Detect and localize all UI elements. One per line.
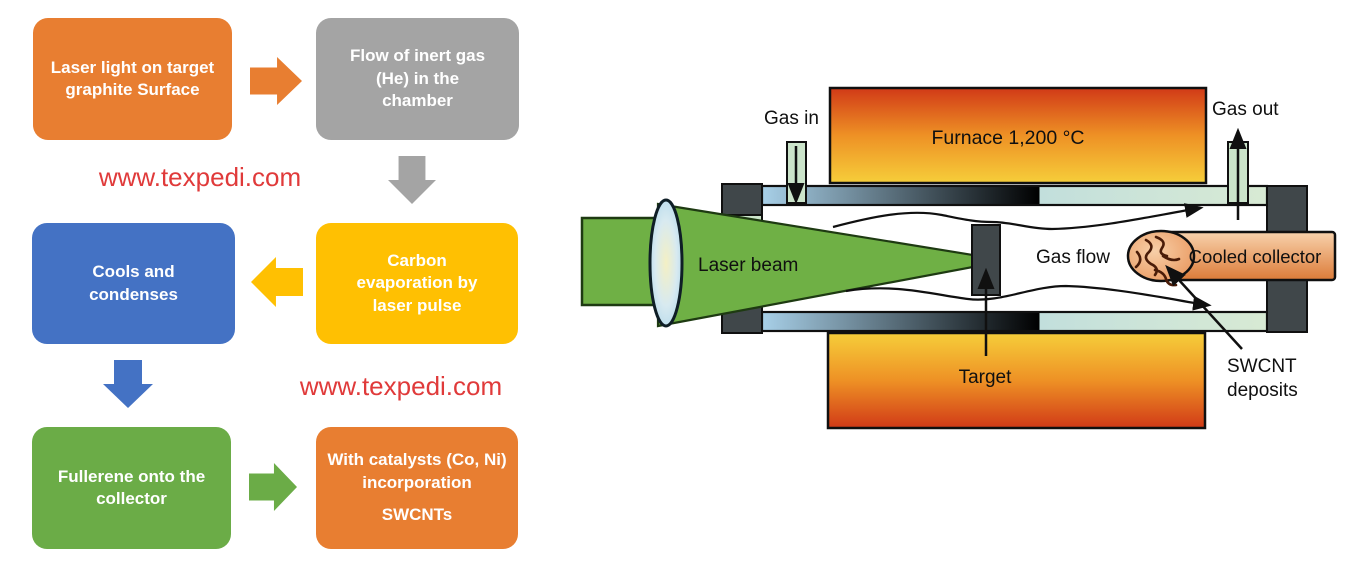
- flow-step-swcnts: With catalysts (Co, Ni) incorporation SW…: [316, 427, 518, 549]
- furnace-bottom: [826, 331, 1207, 430]
- watermark-text: www.texpedi.com: [299, 371, 503, 401]
- cooled-collector: Cooled collector: [1126, 229, 1337, 287]
- flow-step-cools-condenses: Cools and condenses: [32, 223, 235, 344]
- flow-arrow-right-2: [249, 463, 297, 511]
- flow-step-label: With catalysts (Co, Ni) incorporation: [327, 450, 507, 492]
- flow-step-label: Flow of inert gas (He) in the chamber: [349, 46, 486, 111]
- laser-beam-label: Laser beam: [698, 255, 798, 276]
- flow-step-inert-gas: Flow of inert gas (He) in the chamber: [316, 18, 519, 140]
- flow-arrow-left-1: [251, 257, 303, 307]
- laser-ablation-schematic: Furnace 1,200 °C Laser beam Gas in Gas o…: [580, 86, 1337, 430]
- left-end-block-top: [721, 183, 763, 216]
- gas-flow-label: Gas flow: [1036, 247, 1110, 268]
- flow-step-label: Fullerene onto the collector: [57, 466, 206, 508]
- flow-arrow-right-1: [250, 57, 302, 105]
- swcnt-deposits-label-line2: deposits: [1227, 380, 1298, 401]
- gas-out-label: Gas out: [1212, 99, 1279, 120]
- flow-arrow-down-2: [103, 360, 153, 408]
- flow-step-fullerene: Fullerene onto the collector: [32, 427, 231, 549]
- watermark-text: www.texpedi.com: [98, 162, 302, 192]
- swcnt-pointer-arrow: [1165, 264, 1243, 350]
- focusing-lens: [648, 198, 684, 328]
- furnace-top: [828, 86, 1208, 185]
- flow-arrow-down-1: [388, 156, 436, 204]
- flow-step-carbon-evaporation: Carbon evaporation by laser pulse: [316, 223, 518, 344]
- tube-wall-bottom: [760, 310, 1269, 333]
- tube-wall-top: [760, 184, 1269, 207]
- cooled-collector-label: Cooled collector: [1189, 246, 1322, 267]
- gas-flow-streamline-bottom: [845, 284, 1212, 311]
- gas-flow-streamline-top: [832, 203, 1204, 231]
- flow-step-laser-light: Laser light on target graphite Surface: [33, 18, 232, 140]
- flow-step-label: Laser light on target graphite Surface: [50, 57, 215, 99]
- furnace-label: Furnace 1,200 °C: [931, 127, 1084, 149]
- swcnt-deposits-label-line1: SWCNT: [1227, 356, 1297, 377]
- flow-step-label: Cools and condenses: [89, 262, 178, 304]
- gas-in-label: Gas in: [764, 108, 819, 129]
- flow-step-sublabel: SWCNTs: [381, 505, 453, 525]
- flow-step-label: Carbon evaporation by laser pulse: [356, 250, 478, 315]
- target-label: Target: [959, 367, 1013, 388]
